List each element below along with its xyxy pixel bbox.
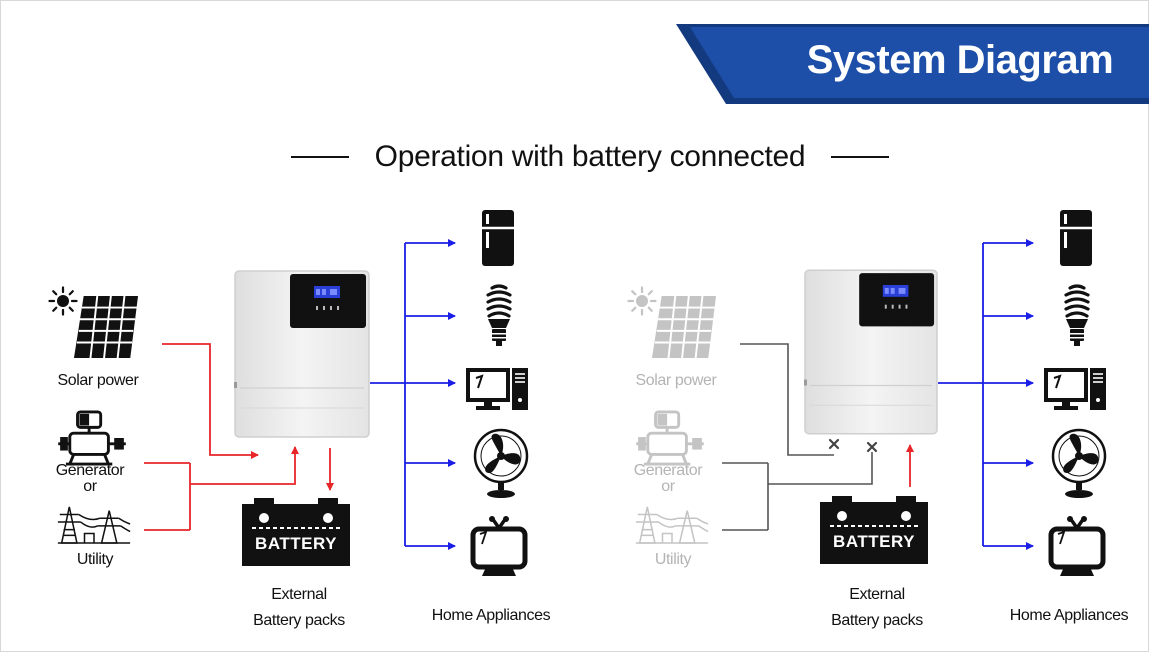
or-label: or [83, 478, 97, 495]
computer-icon [466, 366, 530, 412]
battery-packs-label: Battery packs [253, 612, 345, 629]
solar-panel-icon-inactive [650, 294, 718, 360]
utility-label-inactive: Utility [654, 551, 692, 568]
solar-power-label-inactive: Solar power [635, 372, 717, 389]
subtitle-dash-left [290, 156, 349, 158]
tv-icon [473, 516, 525, 576]
generator-label: Generator [55, 462, 125, 479]
fan-icon [1051, 428, 1107, 500]
generator-label-inactive: Generator [633, 462, 703, 479]
home-appliances-label: Home Appliances [1009, 607, 1129, 624]
page-title: System Diagram [806, 38, 1114, 82]
external-label: External [849, 586, 905, 603]
subtitle-text: Operation with battery connected [374, 140, 806, 173]
solar-inactive-line [740, 343, 834, 456]
diagram-subtitle: Operation with battery connected [255, 137, 925, 177]
fridge-icon [1058, 208, 1094, 268]
solar-disconnect-icon [828, 438, 840, 450]
fan-icon [473, 428, 529, 500]
battery-label-left: BATTERY [255, 534, 337, 553]
grid-disconnect-icon [866, 441, 878, 453]
header-banner [676, 24, 1149, 104]
right-output-lines [938, 239, 1034, 550]
bulb-icon [1064, 284, 1090, 348]
sun-icon [48, 286, 78, 316]
computer-icon [1044, 366, 1108, 412]
grid-to-inverter-line [189, 446, 299, 530]
disconnect-markers [828, 438, 878, 453]
battery-icon [819, 496, 929, 565]
utility-label: Utility [76, 551, 114, 568]
utility-tower-icon [57, 506, 131, 544]
right-panel [627, 208, 1108, 576]
fridge-icon [480, 208, 516, 268]
home-appliances-label: Home Appliances [431, 607, 551, 624]
left-input-lines [144, 343, 334, 531]
generator-icon-inactive [634, 410, 706, 466]
external-label: External [271, 586, 327, 603]
battery-packs-label: Battery packs [831, 612, 923, 629]
subtitle-dash-right [831, 156, 890, 158]
tv-icon [1051, 516, 1103, 576]
left-output-lines [370, 239, 456, 550]
inverter-icon [234, 270, 370, 438]
utility-tower-icon-inactive [635, 506, 709, 544]
or-label-inactive: or [661, 478, 675, 495]
solar-power-label: Solar power [57, 372, 139, 389]
inverter-icon [804, 269, 938, 435]
bulb-icon [486, 284, 512, 348]
left-panel [48, 208, 530, 576]
sun-icon-inactive [627, 286, 657, 316]
solar-panel-icon [72, 294, 140, 360]
battery-label-right: BATTERY [833, 532, 915, 551]
generator-icon [56, 410, 128, 466]
grid-inactive-line [767, 452, 873, 530]
solar-to-inverter-line [162, 343, 259, 459]
right-input-lines [722, 343, 873, 531]
battery-icon [241, 498, 351, 567]
